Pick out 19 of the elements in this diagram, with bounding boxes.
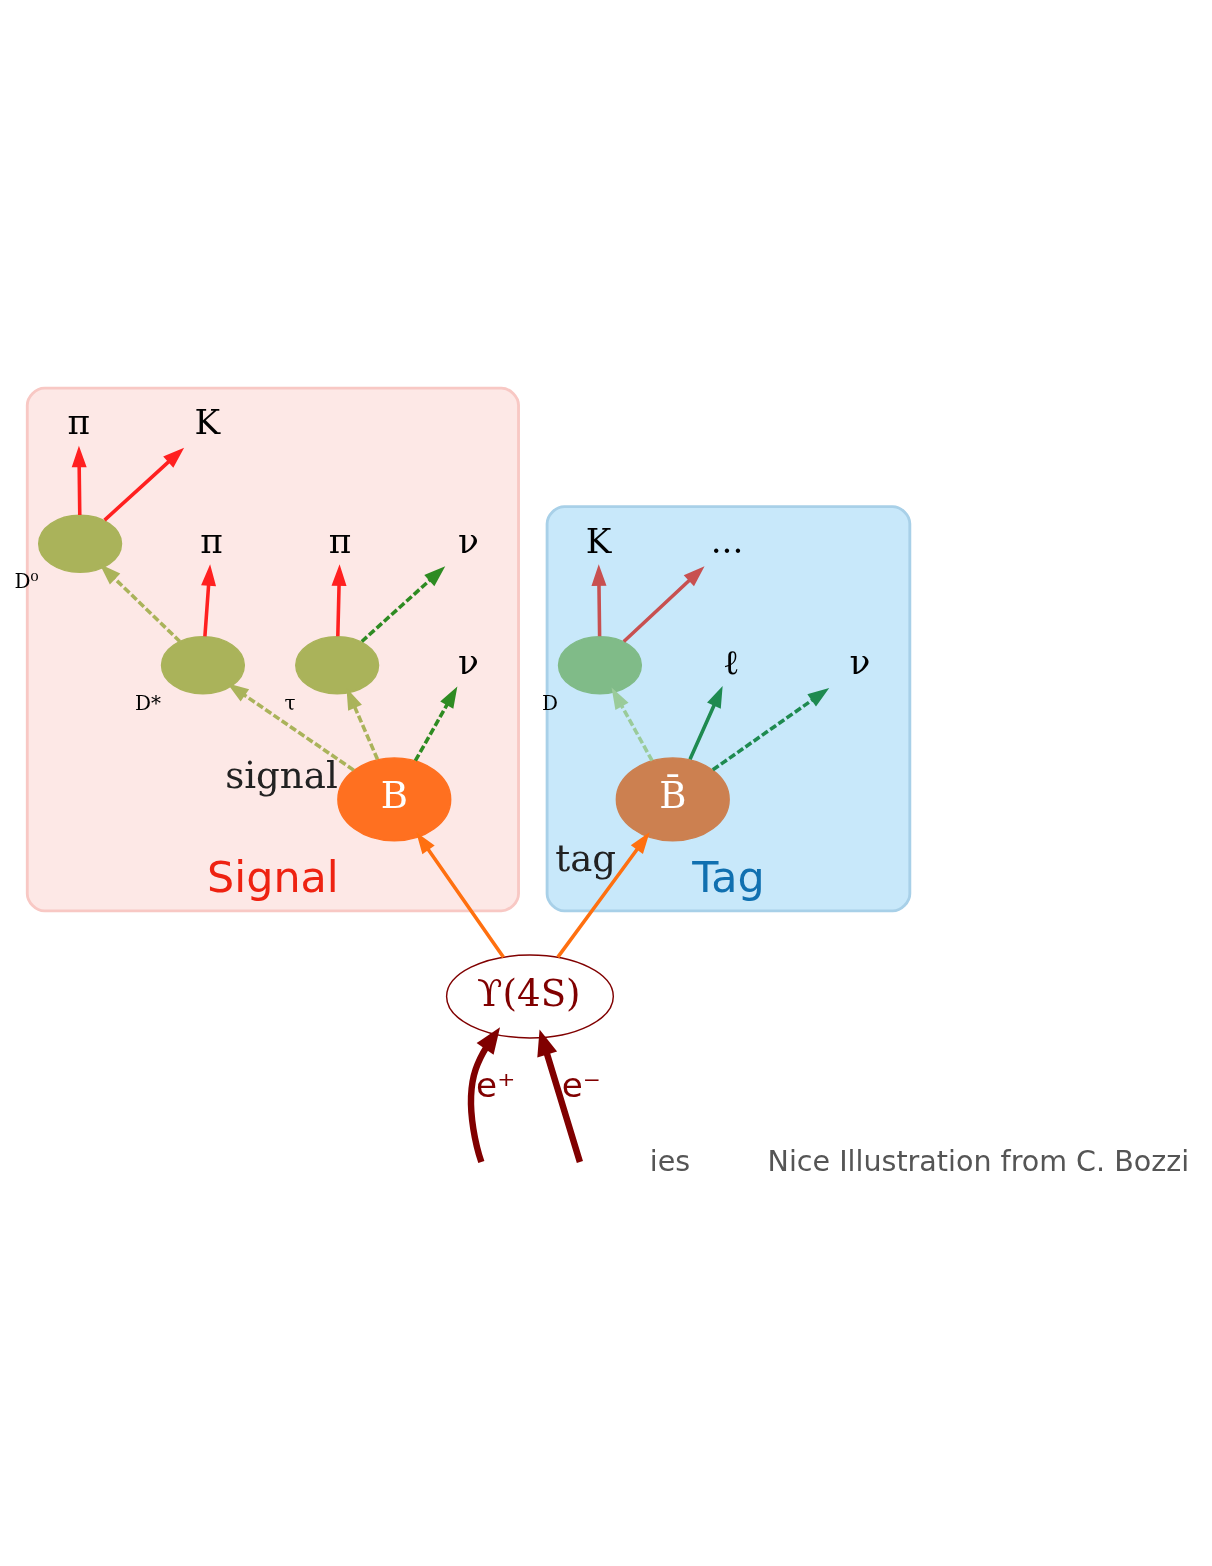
node-text: K bbox=[194, 402, 221, 443]
node-text: π bbox=[328, 520, 352, 561]
node-text: ν bbox=[458, 642, 479, 683]
node-text: π bbox=[67, 402, 90, 443]
node-label: D⁰ bbox=[14, 569, 39, 594]
edge-label: e⁺ bbox=[476, 1064, 516, 1105]
node-text: ν bbox=[458, 520, 479, 561]
node-text: ν bbox=[849, 642, 871, 683]
node-label: τ bbox=[284, 690, 296, 715]
node-text: K bbox=[585, 520, 612, 561]
label: Nice Illustration from C. Bozzi bbox=[767, 1143, 1190, 1178]
node-text: ... bbox=[710, 520, 744, 561]
node-label: signal bbox=[225, 753, 338, 797]
node-label: D* bbox=[134, 690, 161, 715]
node-label: tag bbox=[555, 836, 617, 880]
label: ies bbox=[649, 1143, 691, 1178]
node-text: π bbox=[200, 520, 223, 561]
node-text: ℓ bbox=[723, 642, 740, 683]
edge-label: e⁻ bbox=[561, 1064, 601, 1105]
